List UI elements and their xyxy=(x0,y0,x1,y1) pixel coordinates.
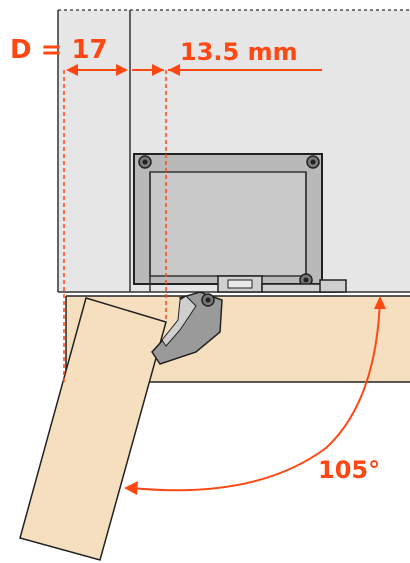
screw-icon xyxy=(306,155,320,169)
measurement-guides xyxy=(63,70,167,382)
angle-label: 105° xyxy=(318,456,380,484)
depth-dimension-arrow xyxy=(66,64,128,76)
hinge-arm xyxy=(151,291,223,365)
opening-angle-arc xyxy=(124,296,386,495)
screw-icon xyxy=(201,293,215,307)
offset-dimension-arrow xyxy=(132,64,322,76)
offset-label: 13.5 mm xyxy=(180,38,298,66)
screw-icon xyxy=(299,273,313,287)
hinge-mounting-plate xyxy=(133,153,323,292)
screw-icon xyxy=(138,155,152,169)
depth-label: D = 17 xyxy=(10,35,108,65)
opened-door xyxy=(19,297,167,561)
hinge-cup-bracket xyxy=(217,275,347,293)
